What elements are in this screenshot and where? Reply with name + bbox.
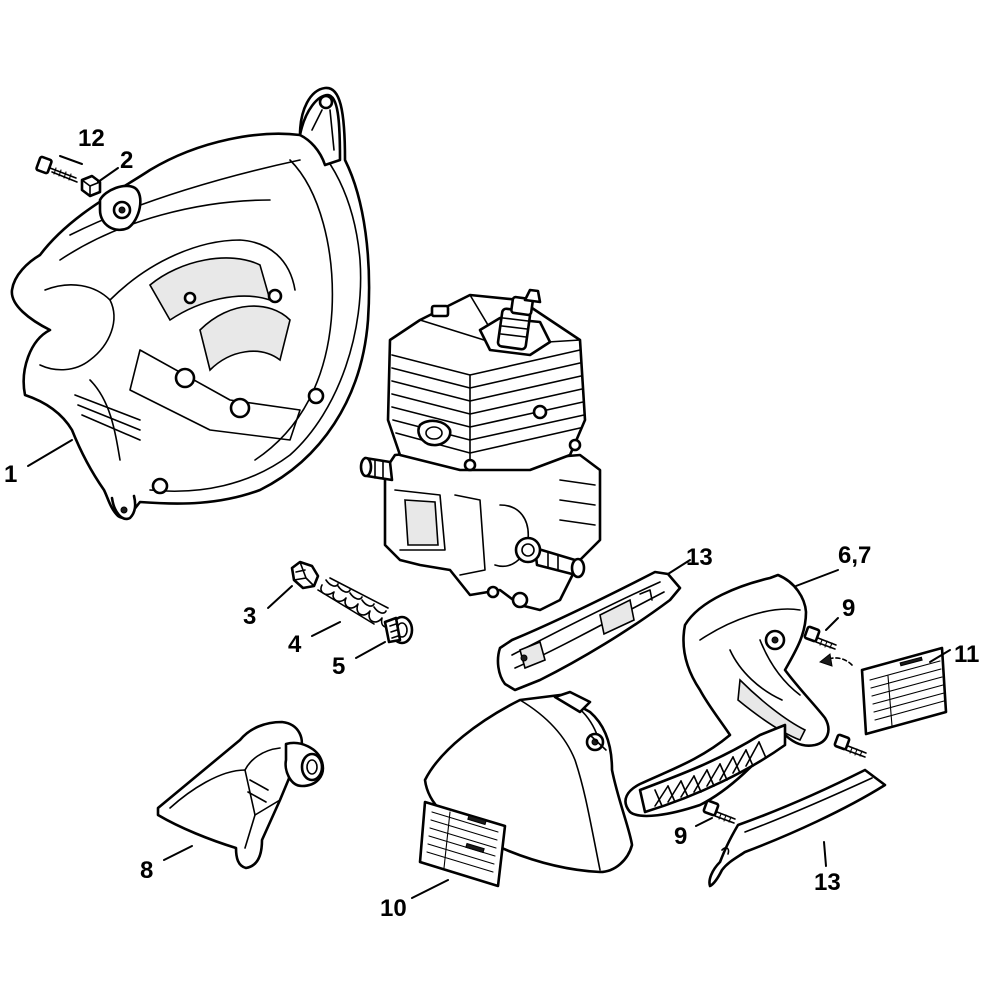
- callout-10: 10: [380, 895, 407, 922]
- nut-part-2: [80, 174, 102, 198]
- callout-6-7: 6,7: [838, 542, 871, 569]
- callout-9-lower: 9: [674, 823, 687, 850]
- screw-part-12: [35, 155, 78, 183]
- callout-1: 1: [4, 461, 17, 488]
- fan-housing-part-1: [10, 86, 371, 521]
- callout-3: 3: [243, 603, 256, 630]
- decal-part-10: [418, 800, 507, 888]
- screw-part-9-middle: [833, 733, 867, 758]
- callout-labels: 1 12 2 3 4 5 8 10 13 6,7 9 11 9 13: [4, 125, 979, 922]
- callout-13-lower: 13: [814, 869, 841, 896]
- screw-part-9-lower: [702, 799, 736, 824]
- callout-11: 11: [954, 641, 979, 668]
- leader-lines: [27, 155, 951, 899]
- fitting-part-3: [290, 560, 320, 590]
- valve-part-5: [383, 615, 414, 645]
- callout-12: 12: [78, 125, 105, 152]
- spring-part-4: [317, 577, 391, 628]
- handle-part-8: [156, 720, 325, 870]
- callout-4: 4: [288, 631, 302, 658]
- cover-strip-part-13-lower: [708, 768, 887, 888]
- rear-handle-part-6-7: [624, 573, 830, 818]
- cover-strip-part-13-upper: [496, 570, 682, 692]
- callout-8: 8: [140, 857, 153, 884]
- screw-part-9-upper: [803, 625, 837, 650]
- callout-9-upper: 9: [842, 595, 855, 622]
- callout-13-upper: 13: [686, 544, 713, 571]
- label-part-11: [818, 646, 948, 736]
- callout-5: 5: [332, 653, 345, 680]
- callout-2: 2: [120, 147, 133, 174]
- engine-cylinder-assembly: [359, 288, 602, 612]
